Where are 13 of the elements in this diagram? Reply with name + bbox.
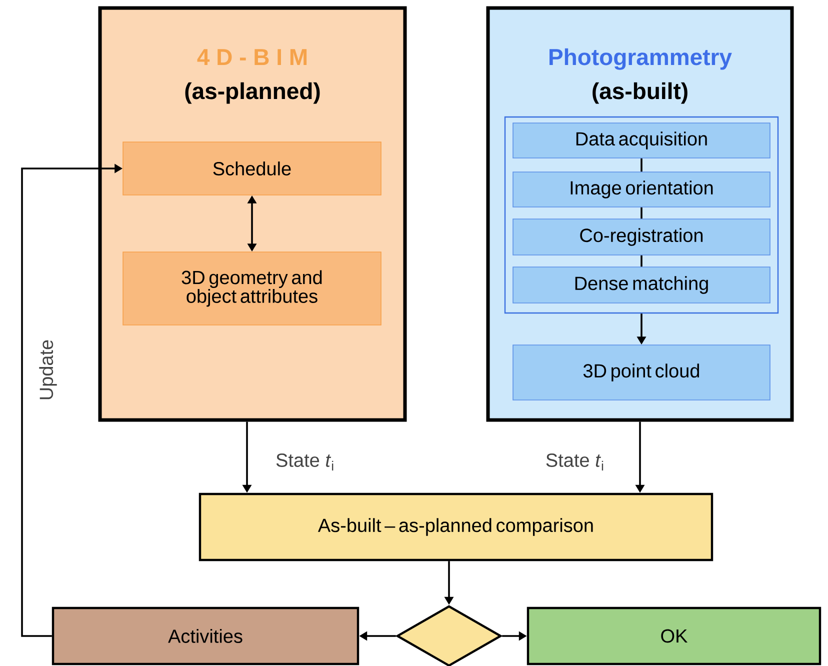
process-box: OK [526,606,822,666]
process-box: Schedule [122,142,382,196]
process-box: Image orientation [512,172,770,208]
process-box: 3D point cloud [512,344,770,400]
process-box: Dense matching [512,266,770,304]
process-box: Activities [52,606,360,666]
edge-label: State t$_{i}$ [546,454,604,470]
process-box: Co-registration [512,218,770,256]
process-box: As-built – as-planned comparison [198,492,714,562]
edge-label: State t$_{i}$ [276,454,334,470]
edge-label: Update [39,340,57,400]
process-box: 3D geometry and object attributes [122,252,382,326]
process-box: Data acquisition [512,122,770,158]
